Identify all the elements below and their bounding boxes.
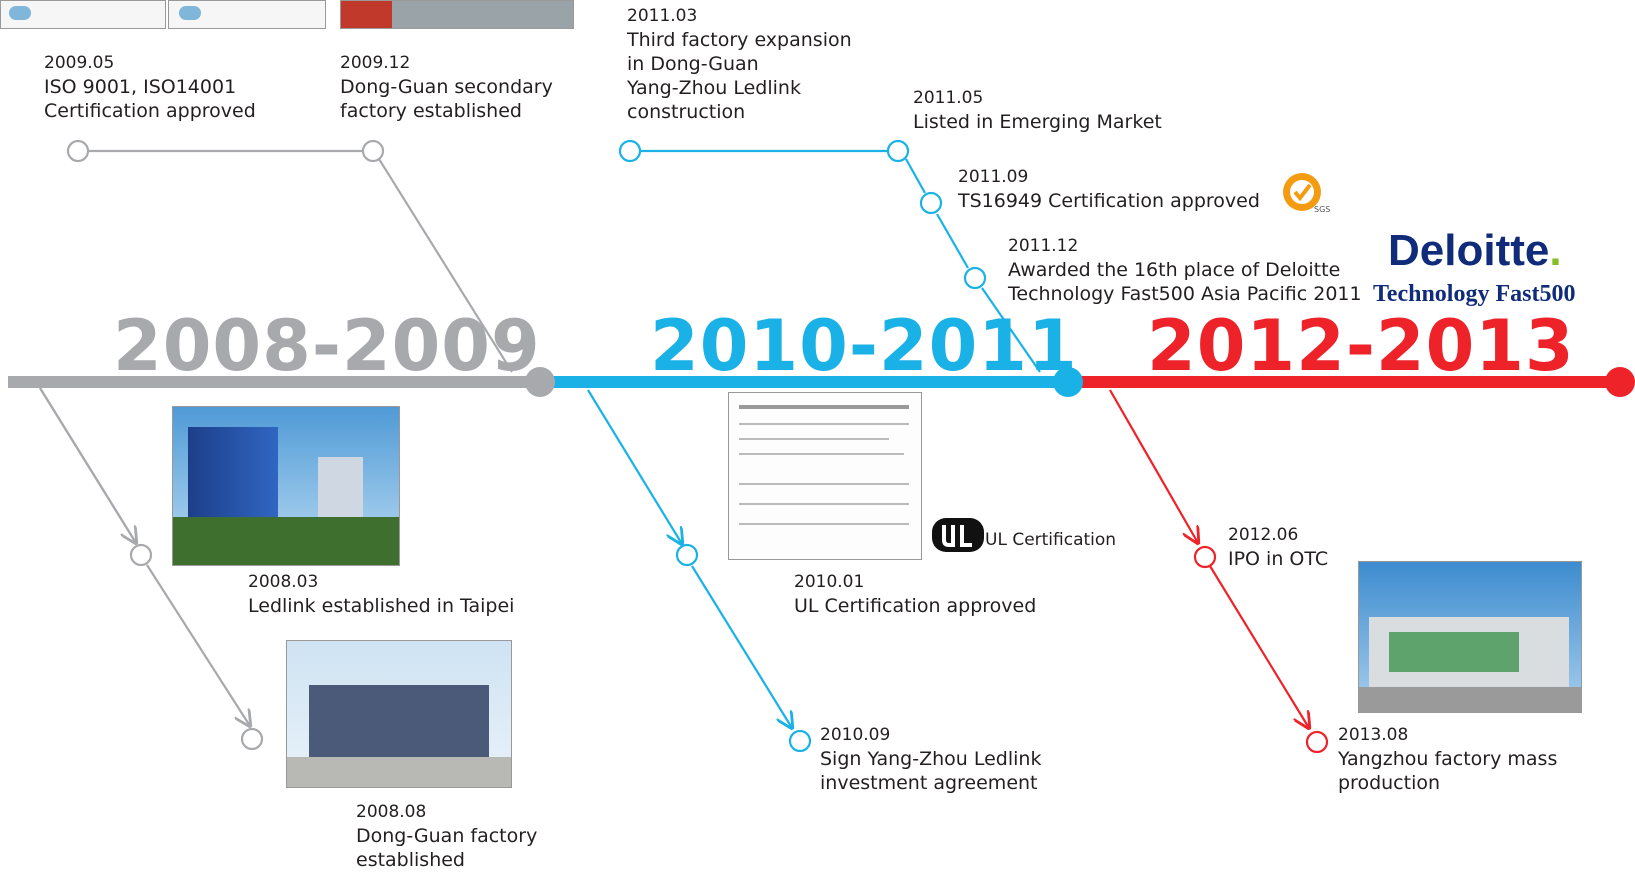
ul-logo-icon [932,518,984,552]
event-2010-01: 2010.01 UL Certification approved [794,572,1037,617]
ul-certification-label: UL Certification [985,530,1117,550]
event-2011-09: 2011.09 TS16949 Certification approved [958,167,1260,212]
era-label-2008-2009: 2008-2009 [113,305,541,387]
sgs-certification-badge-icon: SGS [1283,173,1330,214]
node-2008-03 [129,543,153,567]
node-2013-08 [1305,730,1329,754]
svg-text:SGS: SGS [1314,205,1330,214]
iso-certificate-image-1 [0,0,166,29]
factory-photo-2009-12 [340,0,574,29]
node-2010-09 [788,729,812,753]
event-2012-06: 2012.06 IPO in OTC [1228,525,1329,570]
node-2009-05 [66,139,90,163]
era-label-2010-2011: 2010-2011 [650,305,1078,387]
dongguan-factory-photo [286,640,512,788]
event-2010-09: 2010.09 Sign Yang-Zhou Ledlink investmen… [820,725,1042,794]
ul-certificate-image [728,392,922,560]
node-2008-08 [240,727,264,751]
event-2011-12: 2011.12 Awarded the 16th place of Deloit… [1008,236,1362,305]
node-2011-12 [963,266,987,290]
event-2008-08: 2008.08 Dong-Guan factory established [356,802,538,871]
event-2013-08: 2013.08 Yangzhou factory mass production [1338,725,1558,794]
taipei-building-photo [172,406,400,566]
era-label-2012-2013: 2012-2013 [1147,305,1575,387]
era-node-2010-2011 [1053,367,1083,397]
event-2008-03: 2008.03 Ledlink established in Taipei [248,572,515,617]
node-2011-03 [618,139,642,163]
event-2011-03: 2011.03 Third factory expansion in Dong-… [627,6,852,123]
node-2011-09 [919,191,943,215]
yangzhou-factory-photo [1358,561,1582,713]
iso-certificate-image-2 [168,0,326,29]
era-node-2008-2009 [525,367,555,397]
event-2011-05: 2011.05 Listed in Emerging Market [913,88,1162,133]
event-2009-12: 2009.12 Dong-Guan secondary factory esta… [340,53,553,122]
node-2011-05 [886,139,910,163]
deloitte-logo: Deloitte. [1388,226,1562,275]
node-2012-06 [1193,545,1217,569]
node-2010-01 [675,543,699,567]
event-2009-05: 2009.05 ISO 9001, ISO14001 Certification… [44,53,256,122]
technology-fast500-logo: Technology Fast500 [1373,281,1576,307]
era-node-2012-2013 [1605,367,1635,397]
node-2009-12 [361,139,385,163]
